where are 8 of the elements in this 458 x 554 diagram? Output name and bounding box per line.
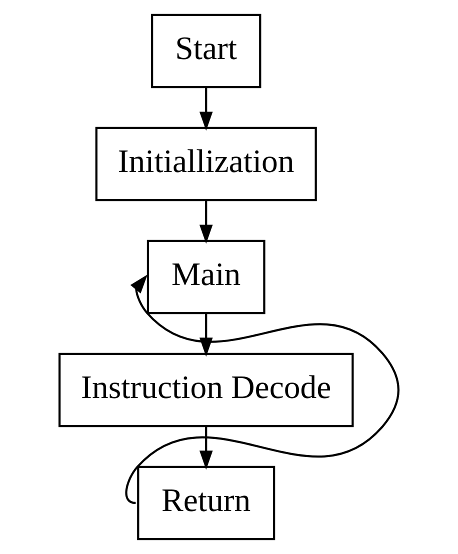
node-box: Main bbox=[146, 240, 266, 314]
node-box: Start bbox=[151, 14, 262, 88]
node-box: Initiallization bbox=[95, 126, 317, 202]
arrow bbox=[199, 426, 213, 470]
node-box: Return bbox=[137, 466, 276, 540]
arrow bbox=[199, 87, 213, 131]
node-box: Instruction Decode bbox=[58, 352, 354, 428]
arrow bbox=[199, 200, 213, 244]
